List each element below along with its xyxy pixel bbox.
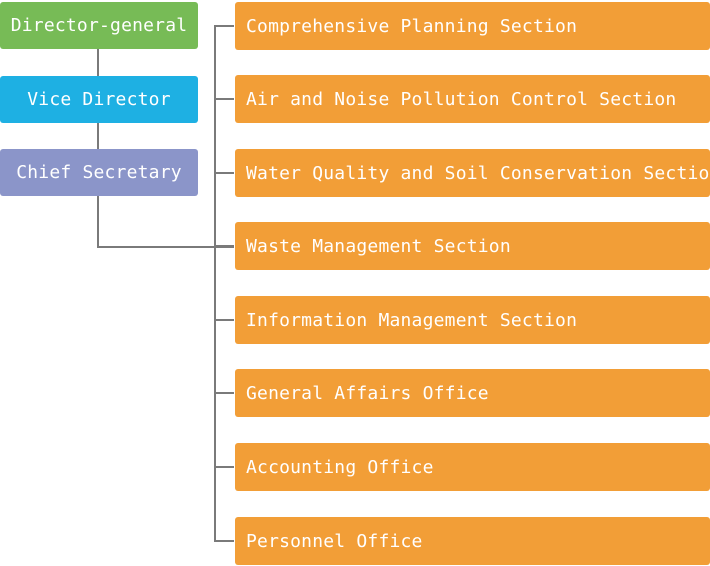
connector-spine <box>214 25 216 542</box>
section-label: Waste Management Section <box>246 235 511 257</box>
section-box: Air and Noise Pollution Control Section <box>235 75 710 123</box>
director-general-box: Director-general <box>0 2 198 49</box>
section-label: Air and Noise Pollution Control Section <box>246 88 677 110</box>
director-general-label: Director-general <box>10 15 188 36</box>
connector-tick <box>214 172 234 174</box>
section-box: Water Quality and Soil Conservation Sect… <box>235 149 710 197</box>
vice-director-box: Vice Director <box>0 76 198 123</box>
section-label: Water Quality and Soil Conservation Sect… <box>246 162 710 184</box>
connector-line <box>97 246 234 248</box>
section-box: Comprehensive Planning Section <box>235 2 710 50</box>
connector-tick <box>214 245 234 247</box>
vice-director-label: Vice Director <box>27 89 171 110</box>
section-box: Waste Management Section <box>235 222 710 270</box>
connector-tick <box>214 98 234 100</box>
connector-tick <box>214 466 234 468</box>
section-label: Information Management Section <box>246 309 578 331</box>
connector-tick <box>214 540 234 542</box>
section-label: Personnel Office <box>246 530 423 552</box>
connector-tick <box>214 25 234 27</box>
section-label: Comprehensive Planning Section <box>246 15 578 37</box>
section-box: Information Management Section <box>235 296 710 344</box>
section-label: Accounting Office <box>246 456 434 478</box>
section-box: Personnel Office <box>235 517 710 565</box>
connector-line <box>97 123 99 149</box>
connector-line <box>97 49 99 76</box>
chief-secretary-label: Chief Secretary <box>16 162 182 183</box>
chief-secretary-box: Chief Secretary <box>0 149 198 196</box>
section-label: General Affairs Office <box>246 382 489 404</box>
connector-tick <box>214 392 234 394</box>
section-box: General Affairs Office <box>235 369 710 417</box>
connector-line <box>97 196 99 247</box>
section-box: Accounting Office <box>235 443 710 491</box>
connector-tick <box>214 319 234 321</box>
